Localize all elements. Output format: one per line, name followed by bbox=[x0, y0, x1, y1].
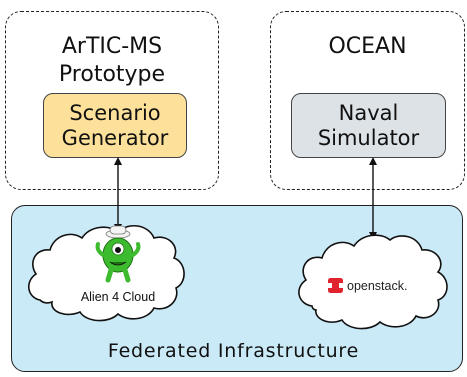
naval-simulator-line1: Naval bbox=[338, 100, 399, 125]
openstack-label: openstack. bbox=[347, 279, 407, 293]
alien-4-cloud-cloud bbox=[28, 225, 185, 322]
ocean-title: OCEAN bbox=[328, 34, 407, 59]
naval-simulator-line2: Simulator bbox=[317, 125, 420, 150]
scenario-generator-box: Scenario Generator bbox=[43, 93, 187, 158]
ocean-box: OCEAN bbox=[270, 11, 465, 190]
artic-ms-prototype-box: ArTIC-MS Prototype bbox=[5, 11, 219, 190]
openstack-cloud bbox=[298, 234, 448, 330]
scenario-generator-line2: Generator bbox=[61, 125, 169, 150]
openstack-logo-icon bbox=[328, 278, 343, 293]
artic-ms-title-line2: Prototype bbox=[58, 62, 166, 87]
alien-mascot-icon bbox=[95, 225, 141, 283]
artic-ms-title-line1: ArTIC-MS bbox=[61, 34, 163, 59]
alien-4-cloud-label: Alien 4 Cloud bbox=[81, 290, 155, 304]
naval-simulator-box: Naval Simulator bbox=[291, 93, 446, 158]
scenario-generator-line1: Scenario bbox=[69, 100, 161, 125]
federated-infrastructure-label: Federated Infrastructure bbox=[107, 340, 360, 362]
